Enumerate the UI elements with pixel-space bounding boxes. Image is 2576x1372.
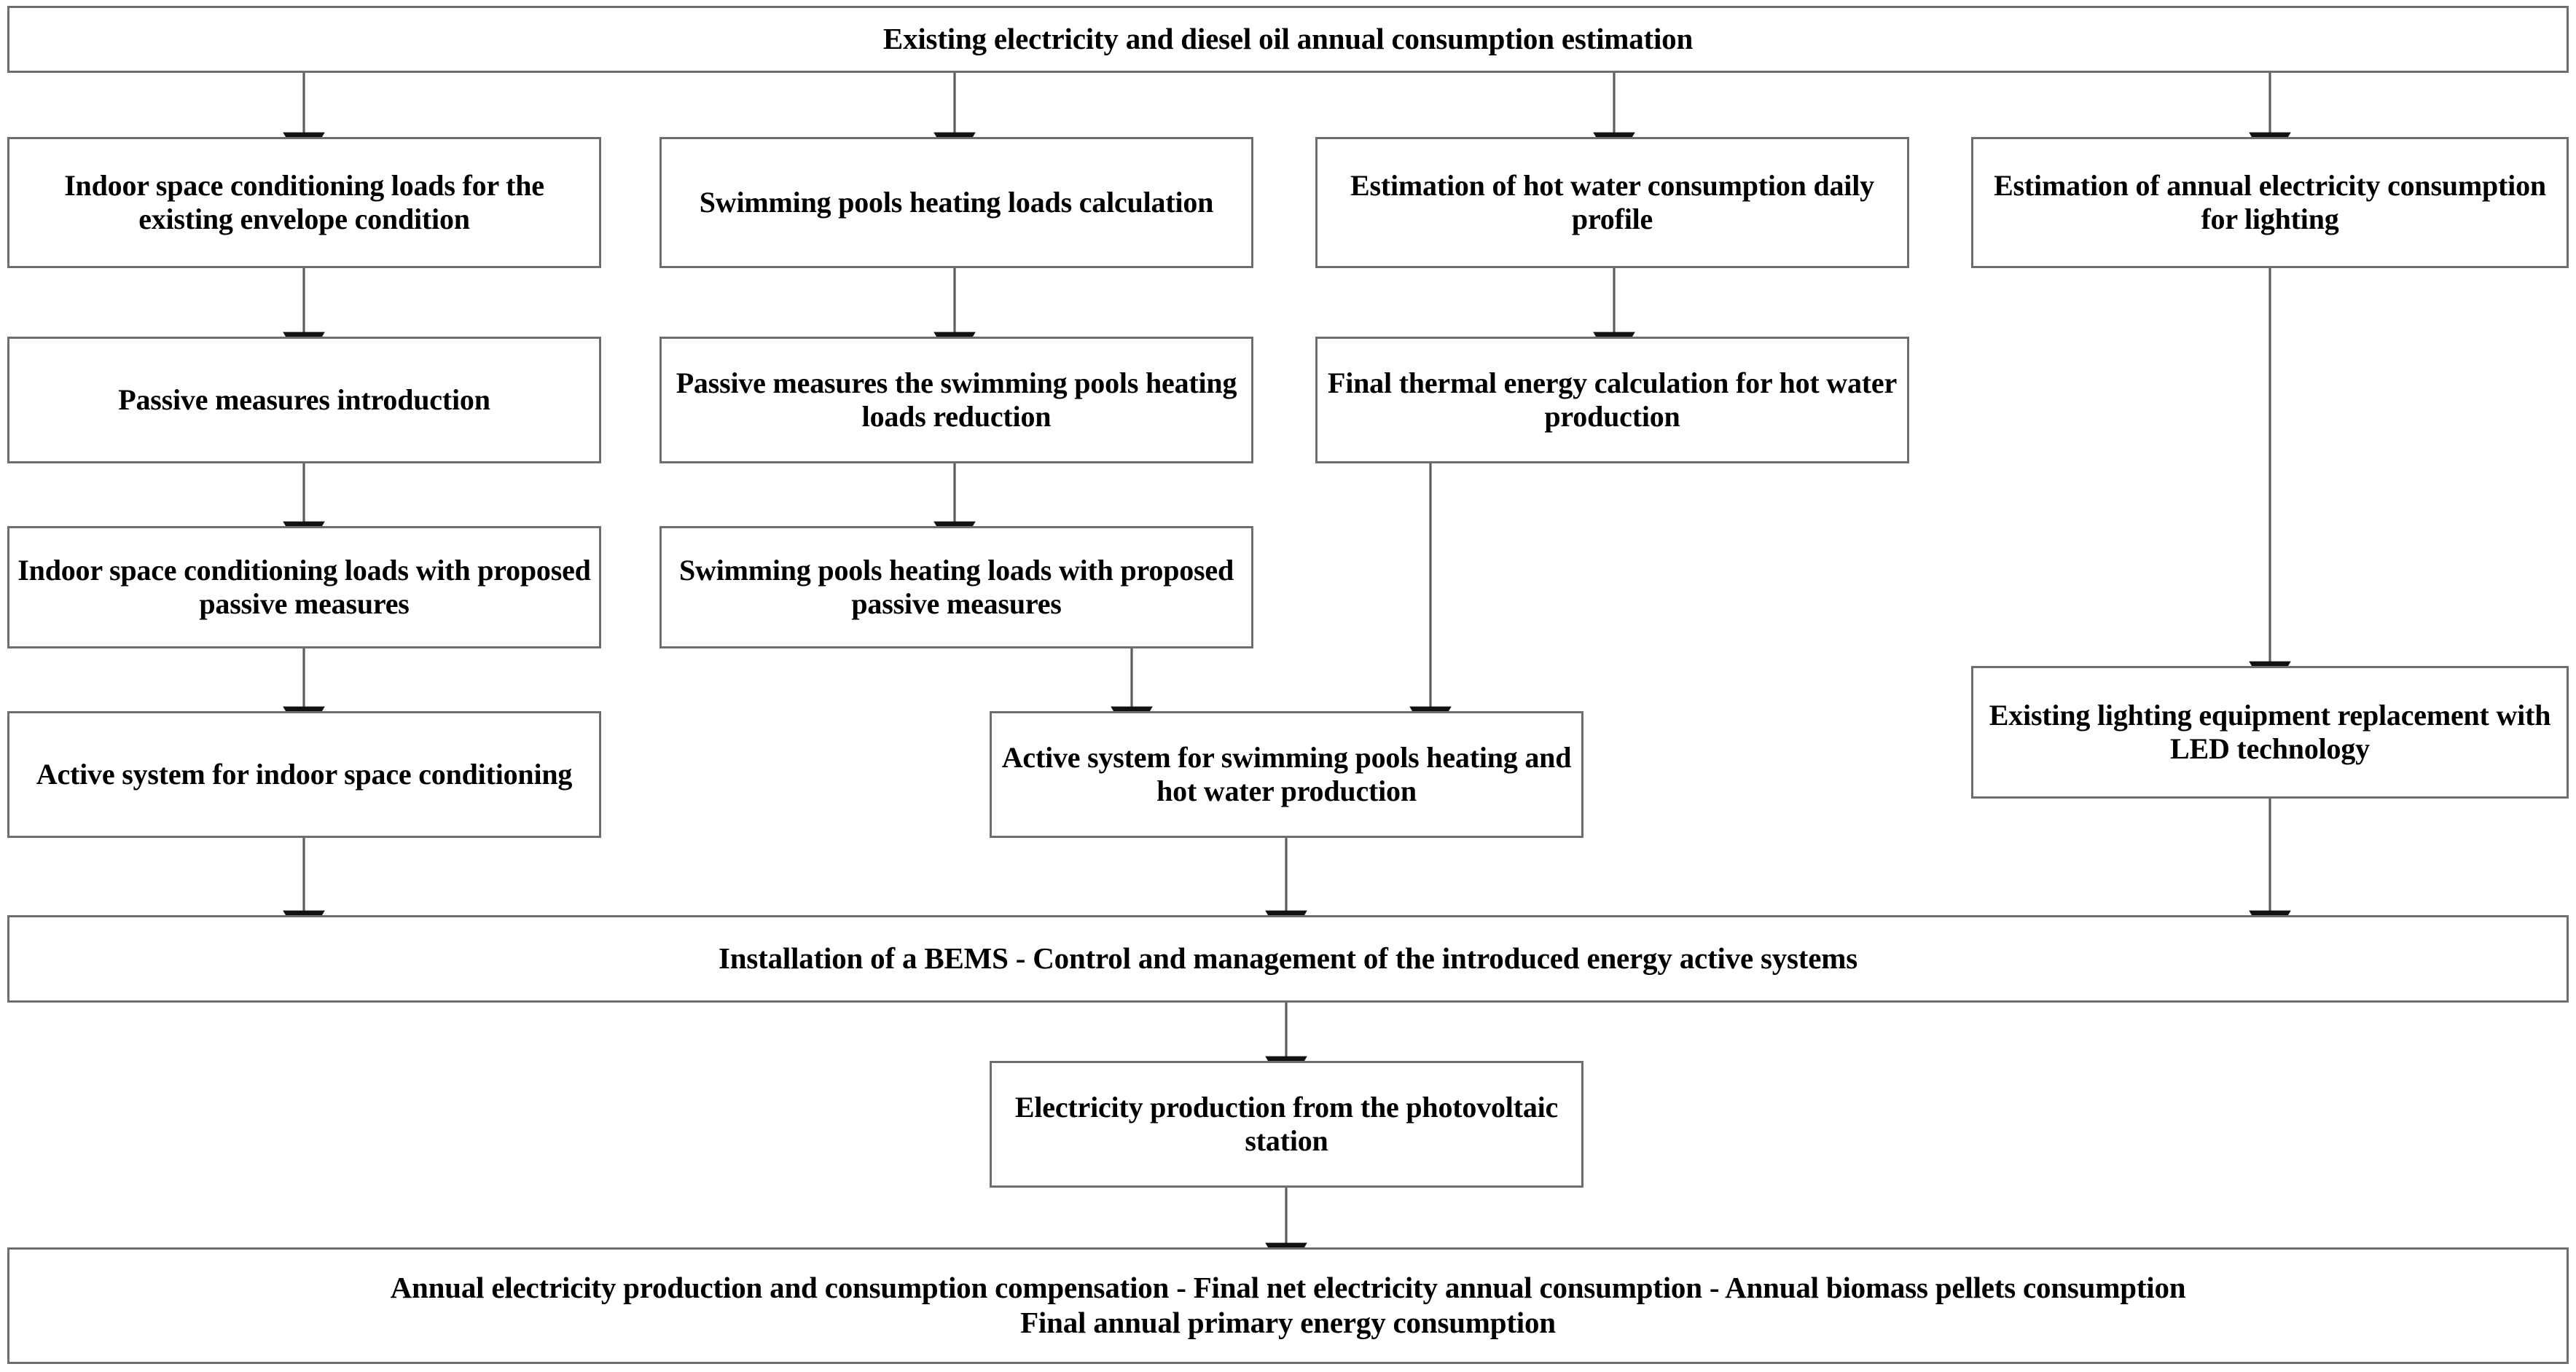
node-pool-loads-with-passive-label: Swimming pools heating loads with propos…	[678, 553, 1234, 620]
node-pool-loads-with-passive[interactable]: Swimming pools heating loads with propos…	[659, 526, 1253, 648]
node-indoor-loads-with-passive[interactable]: Indoor space conditioning loads with pro…	[7, 526, 601, 648]
node-lighting-electricity-estimation-label: Estimation of annual electricity consump…	[1994, 168, 2546, 235]
node-lighting-led-replacement-label: Existing lighting equipment replacement …	[1989, 698, 2551, 765]
node-lighting-led-replacement[interactable]: Existing lighting equipment replacement …	[1971, 666, 2569, 799]
node-pv-electricity-production-label: Electricity production from the photovol…	[1014, 1090, 1559, 1157]
node-lighting-electricity-estimation[interactable]: Estimation of annual electricity consump…	[1971, 137, 2569, 268]
node-pool-heating-loads-calc-label: Swimming pools heating loads calculation	[699, 185, 1214, 219]
node-top-consumption-estimation[interactable]: Existing electricity and diesel oil annu…	[7, 6, 2569, 73]
node-passive-measures-pool-reduction-label: Passive measures the swimming pools heat…	[676, 366, 1237, 433]
node-final-annual-summary-text: Annual electricity production and consum…	[17, 1271, 2559, 1340]
final-summary-line-2: Final annual primary energy consumption	[1020, 1306, 1556, 1339]
node-final-thermal-energy-hot-water-label: Final thermal energy calculation for hot…	[1327, 366, 1897, 433]
node-active-system-indoor-space[interactable]: Active system for indoor space condition…	[7, 711, 601, 838]
node-bems-installation[interactable]: Installation of a BEMS - Control and man…	[7, 915, 2569, 1003]
node-active-system-indoor-space-label: Active system for indoor space condition…	[36, 757, 573, 791]
node-passive-measures-introduction[interactable]: Passive measures introduction	[7, 337, 601, 463]
node-passive-measures-pool-reduction[interactable]: Passive measures the swimming pools heat…	[659, 337, 1253, 463]
node-final-thermal-energy-hot-water[interactable]: Final thermal energy calculation for hot…	[1315, 337, 1909, 463]
node-active-system-pools-hot-water-label: Active system for swimming pools heating…	[1001, 740, 1572, 807]
node-indoor-loads-existing[interactable]: Indoor space conditioning loads for the …	[7, 137, 601, 268]
node-indoor-loads-existing-label: Indoor space conditioning loads for the …	[64, 168, 544, 235]
node-hot-water-daily-profile-label: Estimation of hot water consumption dail…	[1350, 168, 1874, 235]
node-passive-measures-introduction-label: Passive measures introduction	[118, 383, 490, 416]
node-indoor-loads-with-passive-label: Indoor space conditioning loads with pro…	[17, 553, 591, 620]
node-active-system-pools-hot-water[interactable]: Active system for swimming pools heating…	[990, 711, 1583, 838]
node-pool-heating-loads-calc[interactable]: Swimming pools heating loads calculation	[659, 137, 1253, 268]
node-top-label: Existing electricity and diesel oil annu…	[882, 22, 1694, 56]
node-pv-electricity-production[interactable]: Electricity production from the photovol…	[990, 1061, 1583, 1188]
node-final-annual-summary[interactable]: Annual electricity production and consum…	[7, 1247, 2569, 1364]
final-summary-line-1: Annual electricity production and consum…	[390, 1271, 2186, 1305]
node-hot-water-daily-profile[interactable]: Estimation of hot water consumption dail…	[1315, 137, 1909, 268]
node-bems-installation-label: Installation of a BEMS - Control and man…	[719, 941, 1857, 976]
